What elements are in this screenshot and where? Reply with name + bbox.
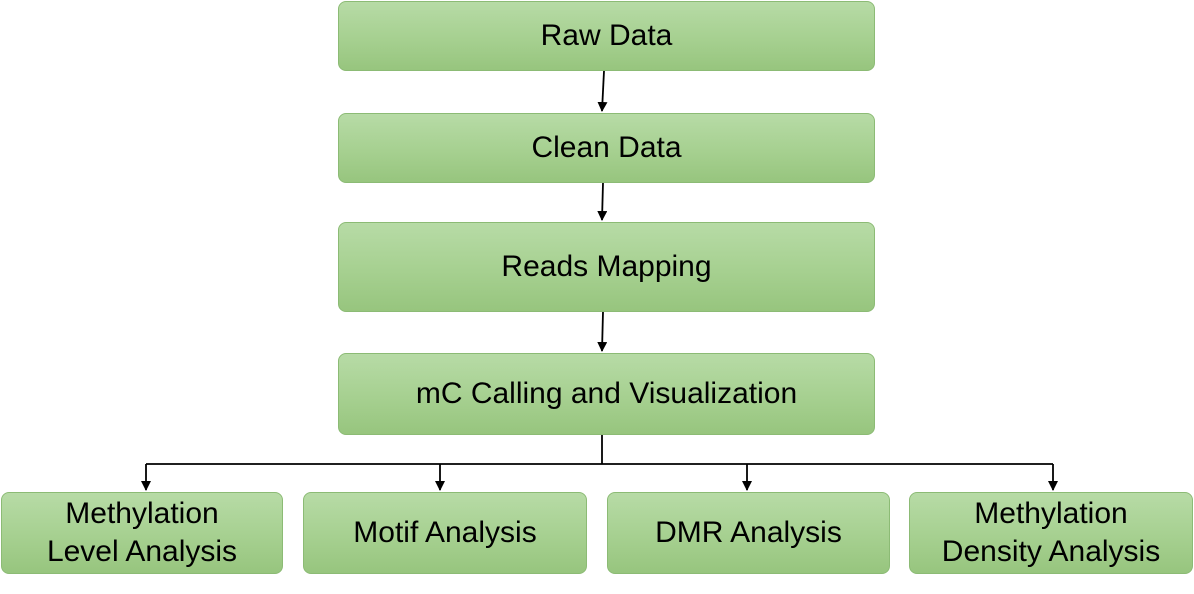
node-methylation-density-line1: Methylation — [974, 497, 1128, 530]
node-methylation-level-text: Methylation Level Analysis — [47, 495, 237, 571]
node-dmr-analysis: DMR Analysis — [607, 492, 890, 574]
node-clean-data: Clean Data — [338, 113, 875, 183]
node-reads-mapping: Reads Mapping — [338, 222, 875, 312]
node-methylation-level-line2: Level Analysis — [46, 535, 238, 568]
node-methylation-level: Methylation Level Analysis — [1, 492, 283, 574]
node-raw-data-label: Raw Data — [540, 19, 673, 52]
arrow-clean-to-reads — [597, 182, 608, 221]
arrow-raw-to-clean — [597, 70, 608, 112]
node-raw-data: Raw Data — [338, 1, 875, 71]
node-methylation-level-line1: Methylation — [65, 497, 219, 530]
node-methylation-density: Methylation Density Analysis — [909, 492, 1193, 574]
arrow-reads-to-mc — [597, 311, 608, 352]
node-reads-mapping-label: Reads Mapping — [501, 250, 712, 283]
node-clean-data-label: Clean Data — [531, 131, 682, 164]
node-methylation-density-text: Methylation Density Analysis — [942, 495, 1160, 571]
node-dmr-analysis-label: DMR Analysis — [655, 516, 842, 549]
node-motif-analysis-label: Motif Analysis — [353, 516, 537, 549]
node-mc-calling-label: mC Calling and Visualization — [415, 377, 798, 410]
node-motif-analysis: Motif Analysis — [303, 492, 587, 574]
node-mc-calling: mC Calling and Visualization — [338, 353, 875, 435]
node-methylation-density-line2: Density Analysis — [941, 535, 1161, 568]
